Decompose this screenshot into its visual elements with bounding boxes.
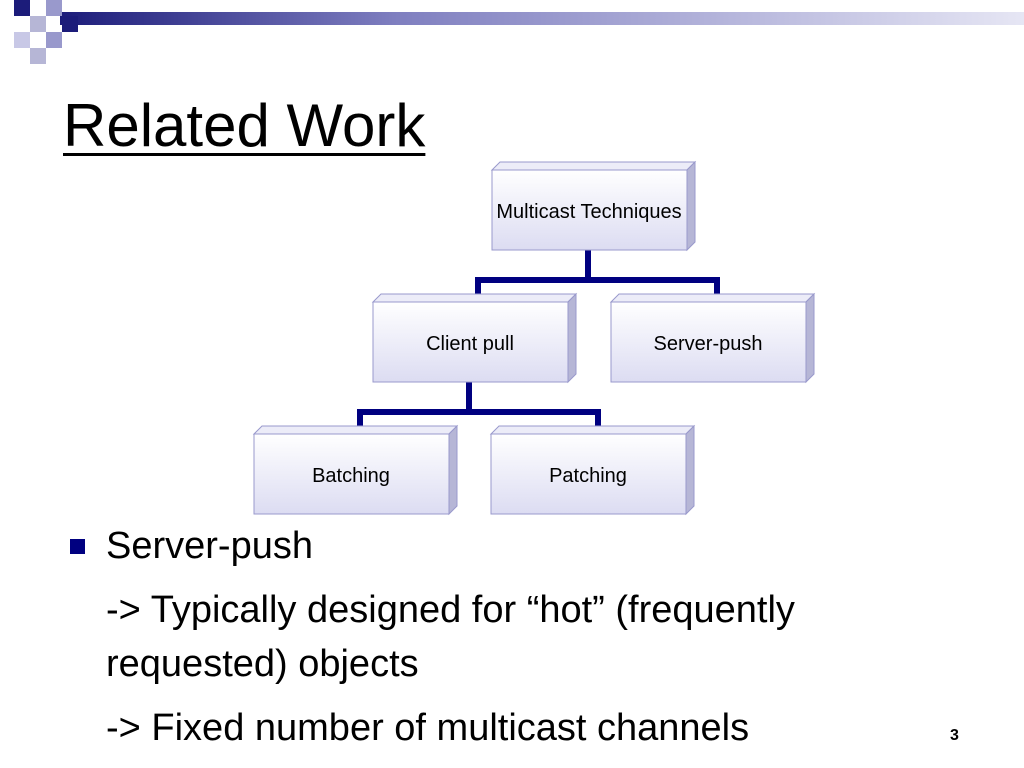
node-label-client-pull: Client pull [426,333,514,355]
header-gradient-bar [60,12,1024,25]
node-patching: Patching [489,424,696,516]
multicast-org-chart: Multicast Techniques Client pull Server-… [252,160,816,516]
page-number: 3 [950,727,959,744]
checker-pattern-icon [14,0,78,64]
node-batching: Batching [252,424,459,516]
node-label-root: Multicast Techniques [496,201,681,223]
node-client-pull: Client pull [371,292,578,384]
connector-root [475,250,720,294]
node-label-batching: Batching [312,465,390,487]
slide-title: Related Work [63,92,426,159]
square-bullet-icon [70,539,85,554]
header-decoration [14,0,1024,64]
node-multicast-techniques: Multicast Techniques [490,160,697,252]
connectors [357,250,720,426]
sub-line-requested-objects: requested) objects [106,643,419,685]
bullet-server-push: Server-push [106,525,313,567]
connector-client-pull [357,382,601,426]
node-server-push: Server-push [609,292,816,384]
node-label-patching: Patching [549,465,627,487]
sub-line-typically-designed: -> Typically designed for “hot” (frequen… [106,589,795,631]
node-label-server-push: Server-push [654,333,763,355]
sub-line-fixed-channels: -> Fixed number of multicast channels [106,707,750,749]
